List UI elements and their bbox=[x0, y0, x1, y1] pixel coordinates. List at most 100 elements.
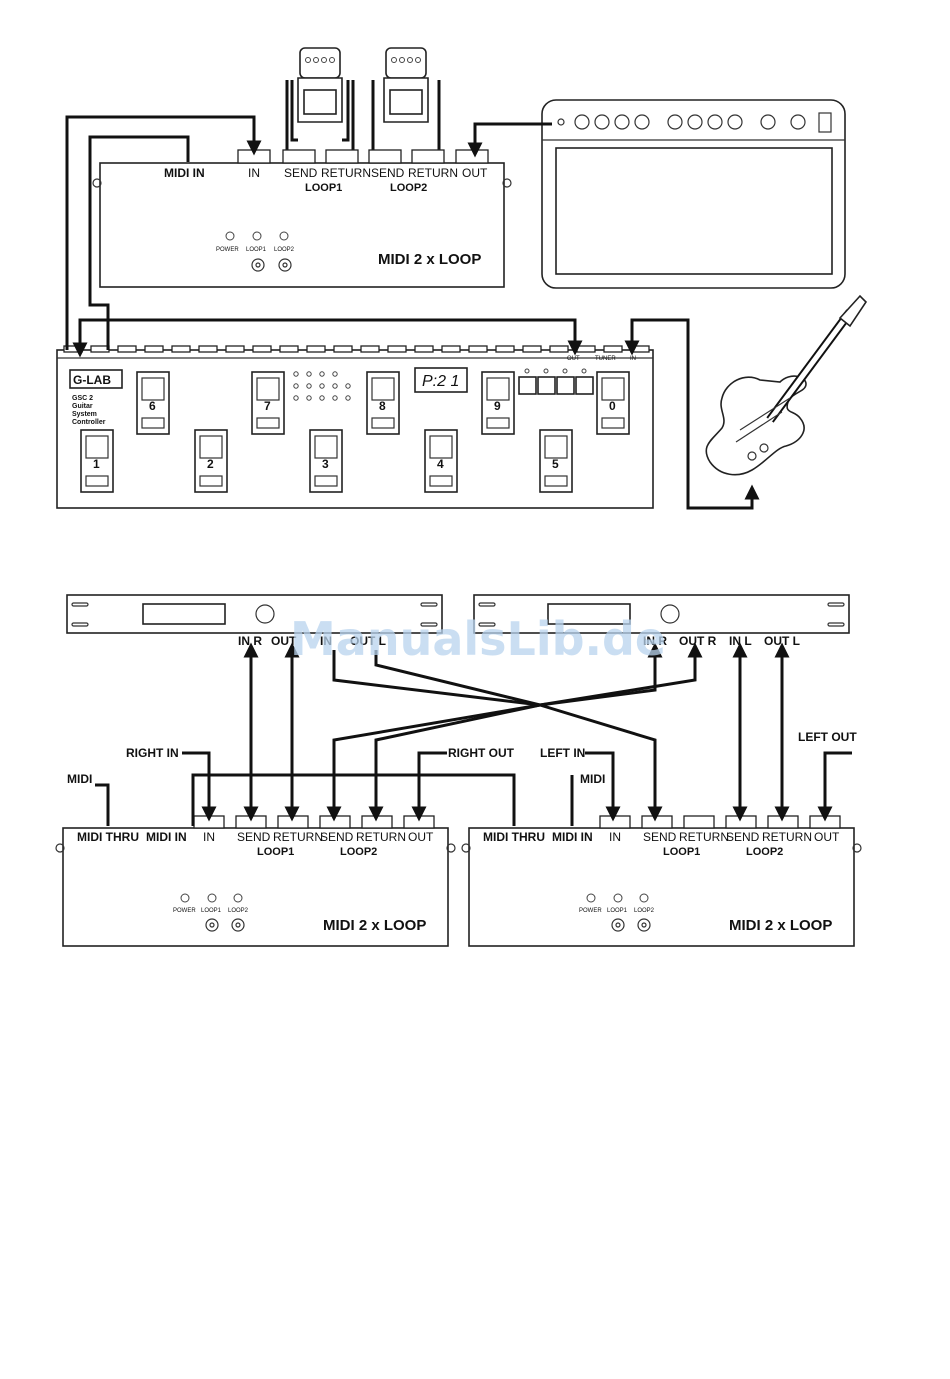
footswitch-6-number: 6 bbox=[149, 399, 156, 413]
midi-2x-loop-unit: MIDI IN IN SEND RETURN SEND RETURN OUT L… bbox=[92, 149, 512, 288]
rear-jack bbox=[549, 345, 569, 353]
loop1-label: LOOP1 bbox=[305, 182, 342, 194]
callout-right-out: RIGHT OUT bbox=[448, 746, 515, 760]
b-loop1: LOOP1 bbox=[663, 846, 700, 858]
display-text: P:2 1 bbox=[422, 373, 459, 390]
footswitch-9-base bbox=[486, 417, 510, 429]
led-indicator bbox=[345, 383, 351, 389]
a-unit-title: MIDI 2 x LOOP bbox=[323, 917, 426, 934]
led-indicator bbox=[332, 395, 338, 401]
return2-label: RETURN bbox=[408, 166, 458, 180]
led-power-label: POWER bbox=[216, 247, 239, 253]
controller-out-wire bbox=[72, 318, 583, 358]
led-indicator bbox=[306, 371, 312, 377]
rear-tuner-label: TUNER bbox=[595, 356, 616, 362]
led-indicator bbox=[293, 371, 299, 377]
footswitch-9-pad bbox=[486, 377, 510, 401]
return1-label: RETURN bbox=[321, 166, 371, 180]
footswitch-1-pad bbox=[85, 435, 109, 459]
a-send2: SEND bbox=[320, 830, 354, 844]
led-loop1-label: LOOP1 bbox=[246, 247, 267, 253]
b-in: IN bbox=[609, 830, 621, 844]
led-loop2-label: LOOP2 bbox=[274, 247, 295, 253]
footswitch-7-base bbox=[256, 417, 280, 429]
b-send1: SEND bbox=[643, 830, 677, 844]
rear-jack bbox=[414, 345, 434, 353]
footswitch-0-number: 0 bbox=[609, 399, 616, 413]
led-indicator bbox=[319, 395, 325, 401]
led-indicator bbox=[319, 371, 325, 377]
rear-jack bbox=[522, 345, 542, 353]
b-led-loop1: LOOP1 bbox=[607, 908, 628, 914]
pedal-loop2 bbox=[371, 47, 441, 150]
rear-out-label: OUT bbox=[567, 356, 580, 362]
rear-jack bbox=[144, 345, 164, 353]
rear-jack bbox=[360, 345, 380, 353]
footswitch-6-base bbox=[141, 417, 165, 429]
footswitch-8-pad bbox=[371, 377, 395, 401]
b-loop2: LOOP2 bbox=[746, 846, 783, 858]
fx-left-in-r: IN R bbox=[238, 634, 262, 648]
bank-led bbox=[562, 368, 568, 374]
b-out: OUT bbox=[814, 830, 840, 844]
rear-jack bbox=[279, 345, 299, 353]
a-return1: RETURN bbox=[273, 830, 323, 844]
model-line-2: Guitar bbox=[72, 403, 93, 410]
loop2-label: LOOP2 bbox=[390, 182, 427, 194]
b-send2: SEND bbox=[726, 830, 760, 844]
fx-rack-right: IN R OUT R IN L OUT L bbox=[473, 594, 850, 648]
loop-jack bbox=[361, 815, 393, 829]
rear-jack bbox=[225, 345, 245, 353]
midi-2x-loop-unit-b: MIDI THRU MIDI IN IN SEND RETURN SEND RE… bbox=[461, 827, 862, 947]
pedal-loop1 bbox=[285, 47, 355, 150]
a-send1: SEND bbox=[237, 830, 271, 844]
guitar-in-wire bbox=[624, 318, 760, 510]
b-midi-in: MIDI IN bbox=[552, 830, 593, 844]
diagram2-wires bbox=[95, 642, 852, 826]
b-unit-title: MIDI 2 x LOOP bbox=[729, 917, 832, 934]
footswitch-3-number: 3 bbox=[322, 457, 329, 471]
brand-logo bbox=[69, 369, 123, 389]
footswitch-8-base bbox=[371, 417, 395, 429]
rear-jack bbox=[468, 345, 488, 353]
gsc2-controller: G-LAB GSC 2 Guitar System Controller P:2… bbox=[56, 345, 654, 509]
loop-jack bbox=[403, 815, 435, 829]
footswitch-7-number: 7 bbox=[264, 399, 271, 413]
footswitch-3-base bbox=[314, 475, 338, 487]
bank-led bbox=[524, 368, 530, 374]
callout-midi-b: MIDI bbox=[580, 772, 605, 786]
footswitch-0-pad bbox=[601, 377, 625, 401]
send1-label: SEND bbox=[284, 166, 318, 180]
rear-jack bbox=[306, 345, 326, 353]
midi-cable-1 bbox=[88, 135, 190, 350]
bank-led bbox=[543, 368, 549, 374]
midi-2x-loop-unit-a: MIDI THRU MIDI IN IN SEND RETURN SEND RE… bbox=[55, 827, 456, 947]
loop-jack bbox=[641, 815, 673, 829]
footswitch-1-base bbox=[85, 475, 109, 487]
brand-text: G-LAB bbox=[73, 373, 111, 387]
bank-switch bbox=[556, 376, 575, 395]
footswitch-4-pad bbox=[429, 435, 453, 459]
footswitch-5-base bbox=[544, 475, 568, 487]
footswitch-2-number: 2 bbox=[207, 457, 214, 471]
footswitch-2-pad bbox=[199, 435, 223, 459]
a-in: IN bbox=[203, 830, 215, 844]
loop-jack bbox=[599, 815, 631, 829]
a-led-loop2: LOOP2 bbox=[228, 908, 249, 914]
footswitch-4-base bbox=[429, 475, 453, 487]
loop-jack bbox=[319, 815, 351, 829]
led-indicator bbox=[293, 383, 299, 389]
footswitch-0-base bbox=[601, 417, 625, 429]
send2-label: SEND bbox=[371, 166, 405, 180]
led-indicator bbox=[332, 383, 338, 389]
callout-right-in: RIGHT IN bbox=[126, 746, 179, 760]
bank-switch bbox=[537, 376, 556, 395]
out-to-amp bbox=[467, 122, 552, 158]
amplifier bbox=[541, 99, 846, 289]
fx-right-out-r: OUT R bbox=[679, 634, 717, 648]
rear-jack bbox=[198, 345, 218, 353]
model-line-1: GSC 2 bbox=[72, 395, 93, 402]
rear-jack bbox=[171, 345, 191, 353]
display bbox=[414, 367, 468, 393]
